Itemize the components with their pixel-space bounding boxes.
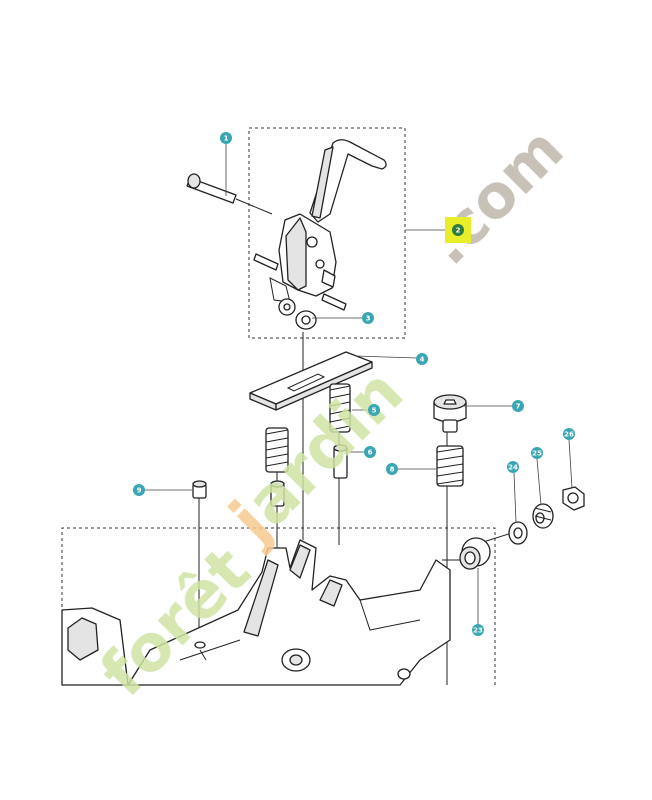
spring-upper-part (329, 383, 351, 433)
lever-assembly-part (253, 139, 387, 311)
callout-circle (133, 484, 145, 496)
plate-part (249, 351, 373, 411)
housing-assembly-box (61, 527, 496, 685)
lever-assembly-box (248, 127, 406, 339)
bolt-part (186, 173, 273, 215)
callout-8: 8 (386, 463, 398, 475)
callout-label: 6 (368, 449, 373, 457)
cap-part (433, 394, 467, 433)
callout-circle (220, 132, 232, 144)
callout-7: 7 (512, 400, 524, 412)
callout-label: 5 (372, 407, 377, 415)
callout-circle (472, 624, 484, 636)
small-spring-part (532, 503, 554, 529)
callout-label: 1 (224, 135, 229, 143)
washer-part (278, 298, 317, 330)
nut-part (562, 486, 585, 511)
callout-circle (563, 428, 575, 440)
callout-26: 26 (563, 428, 575, 440)
callout-label: 24 (508, 464, 518, 472)
small-washer-part (508, 521, 528, 545)
callout-23: 23 (472, 624, 484, 636)
callout-circle (512, 400, 524, 412)
callout-circle (368, 404, 380, 416)
callout-label: 9 (137, 487, 142, 495)
callout-label: 2 (456, 227, 461, 235)
callout-25: 25 (531, 447, 543, 459)
callout-label: 8 (390, 466, 395, 474)
callout-9: 9 (133, 484, 145, 496)
callout-circle (386, 463, 398, 475)
callout-circle (452, 224, 464, 236)
callout-24: 24 (507, 461, 519, 473)
pin-left-part (270, 480, 285, 507)
callout-circle (416, 353, 428, 365)
callout-1: 1 (220, 132, 232, 144)
sleeve-part (192, 480, 207, 499)
callout-5: 5 (368, 404, 380, 416)
callout-circle (362, 312, 374, 324)
callout-label: 3 (366, 315, 371, 323)
bushing-part (459, 537, 491, 570)
callout-label: 23 (473, 627, 483, 635)
callout-6: 6 (364, 446, 376, 458)
housing-part (61, 539, 451, 686)
callout-circle (531, 447, 543, 459)
callout-label: 26 (564, 431, 574, 439)
callout-label: 25 (532, 450, 542, 458)
callout-label: 4 (420, 356, 425, 364)
pin-part (333, 444, 348, 479)
svg-text:.com: .com (413, 114, 577, 278)
callout-2: 2 (445, 217, 471, 243)
spring-left-part (265, 427, 289, 473)
leader-lines (144, 144, 573, 624)
callout-3: 3 (362, 312, 374, 324)
callout-circle (507, 461, 519, 473)
callout-label: 7 (516, 403, 521, 411)
spring-right-part (436, 445, 464, 487)
callout-4: 4 (416, 353, 428, 365)
callout-circle (364, 446, 376, 458)
